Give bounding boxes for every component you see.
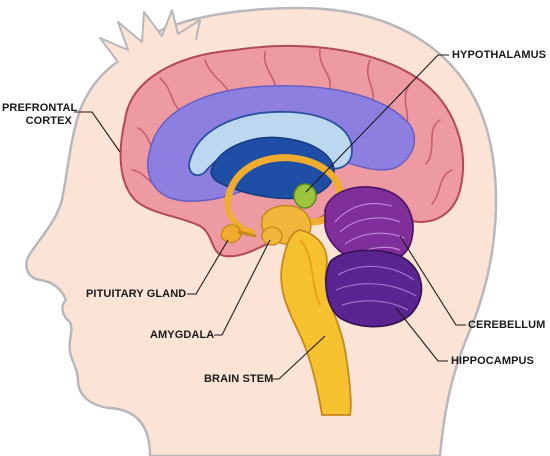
- label-prefrontal-line1: PREFRONTAL: [2, 102, 78, 114]
- cerebellum-folia: [334, 203, 405, 255]
- pituitary-gland: [220, 224, 242, 244]
- label-amygdala: AMYGDALA: [150, 329, 215, 341]
- brain-stem: [280, 229, 352, 416]
- leader-hippocampus: [395, 307, 448, 362]
- label-prefrontal-line2: CORTEX: [25, 115, 72, 127]
- pituitary-stalk: [237, 230, 257, 238]
- leader-prefrontal: [74, 111, 121, 153]
- label-pituitary-gland: PITUITARY GLAND: [86, 288, 187, 300]
- label-hypothalamus: HYPOTHALAMUS: [452, 49, 547, 61]
- amygdala: [261, 226, 283, 246]
- leader-amygdala: [214, 239, 271, 336]
- hypothalamus: [293, 183, 317, 209]
- label-hippocampus: HIPPOCAMPUS: [451, 355, 534, 367]
- label-prefrontal-cortex: PREFRONTAL CORTEX: [2, 102, 78, 128]
- leader-cerebellum: [399, 235, 466, 326]
- cerebellum: [324, 186, 414, 266]
- brain-stem-contour: [299, 239, 321, 306]
- leader-brain-stem: [271, 335, 326, 380]
- hippocampus-folia: [335, 265, 417, 311]
- label-cerebellum: CEREBELLUM: [468, 319, 546, 331]
- leader-lines: [74, 54, 466, 380]
- hair-tufts: [99, 9, 201, 63]
- limbic-lower-arc: [224, 197, 255, 235]
- label-brain-stem: BRAIN STEM: [204, 373, 274, 385]
- leader-pituitary: [187, 239, 229, 295]
- leader-hypothalamus: [305, 54, 449, 193]
